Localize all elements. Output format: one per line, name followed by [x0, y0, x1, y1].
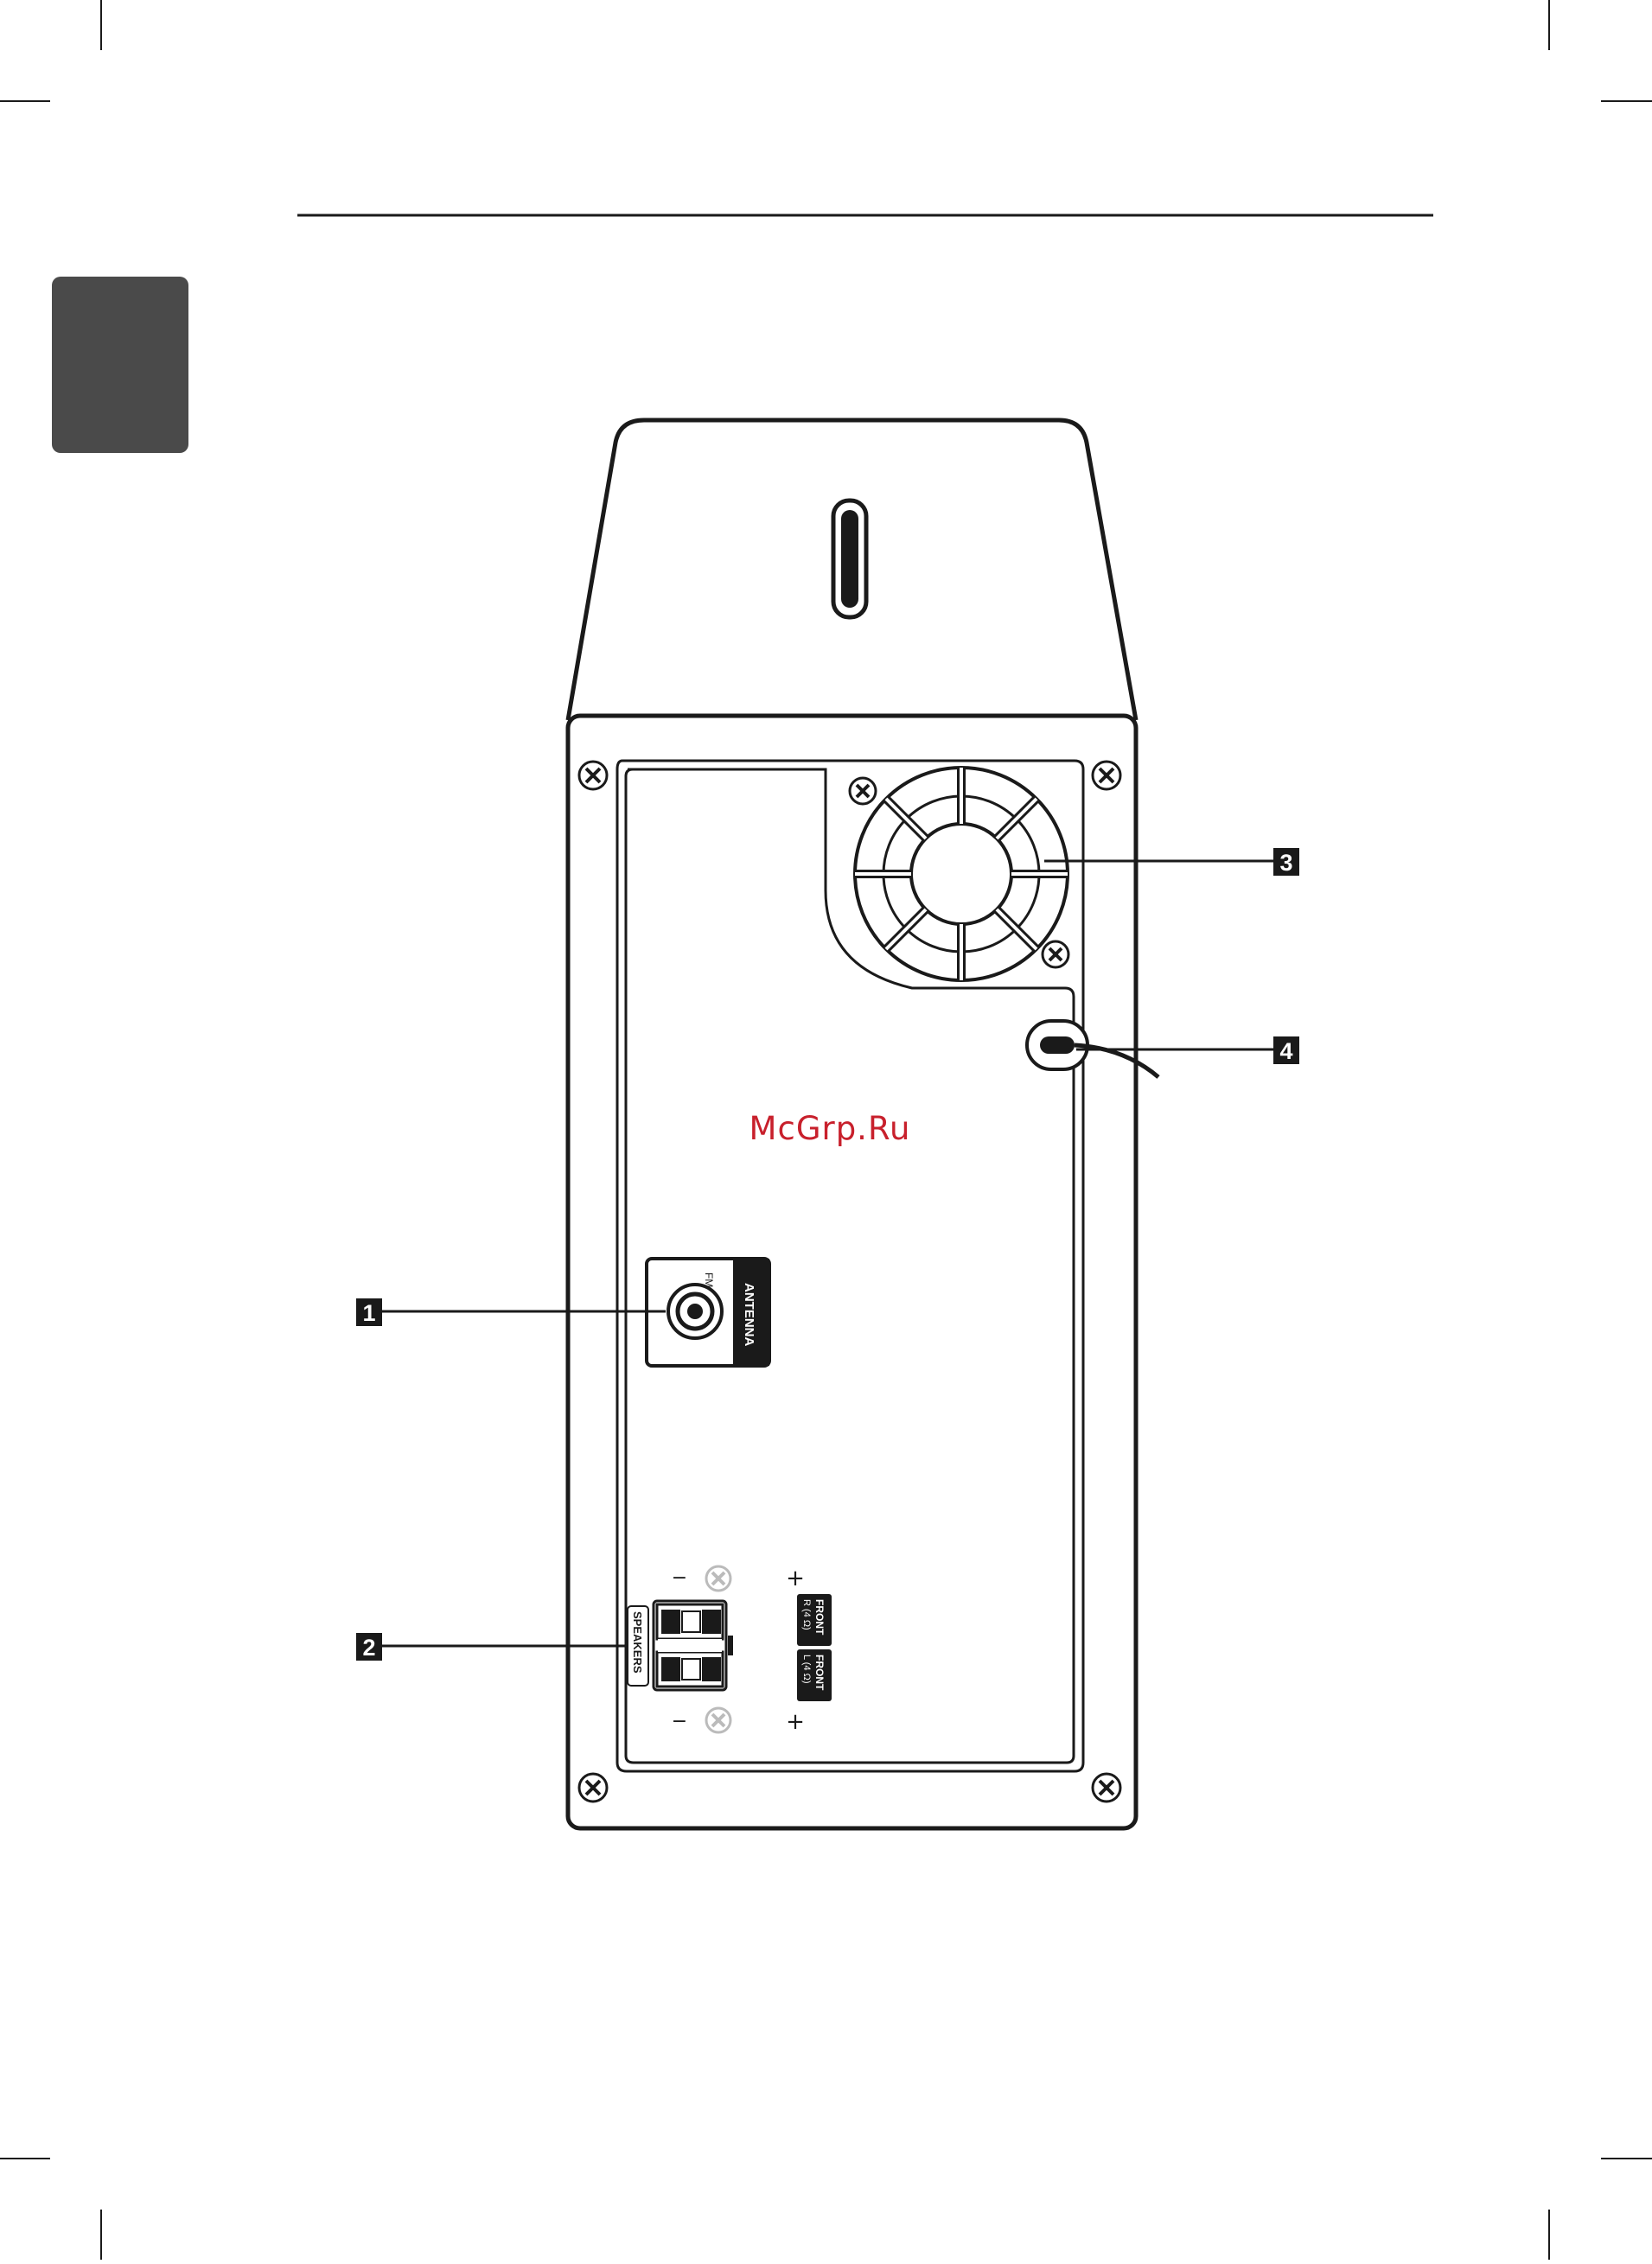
speakers-label: SPEAKERS [631, 1611, 644, 1674]
antenna-label: ANTENNA [742, 1283, 756, 1346]
svg-text:4: 4 [1279, 1038, 1292, 1064]
screw-icon [850, 778, 876, 804]
front-l-impedance: L (4 Ω) [801, 1655, 812, 1684]
front-l-label: FRONT [813, 1655, 826, 1691]
screw-icon [579, 762, 607, 789]
terminal-plus-top: + [786, 1566, 805, 1591]
watermark: McGrp.Ru [749, 1110, 911, 1147]
callout-badge-4: 4 [1273, 1036, 1299, 1064]
screw-icon [1043, 941, 1068, 967]
cooling-fan-icon [855, 768, 1068, 980]
terminal-minus-bottom: − [672, 1711, 687, 1732]
screw-icon [706, 1566, 730, 1591]
callout-badge-3: 3 [1273, 848, 1299, 876]
svg-text:2: 2 [362, 1635, 375, 1661]
callout-badge-1: 1 [356, 1298, 382, 1326]
terminal-minus-top: − [672, 1567, 687, 1589]
screw-icon [706, 1708, 730, 1732]
terminal-plus-bottom: + [786, 1709, 805, 1735]
screw-icon [1093, 1774, 1120, 1802]
callout-badge-2: 2 [356, 1633, 382, 1661]
svg-text:1: 1 [362, 1300, 375, 1326]
screw-icon [1093, 762, 1120, 789]
fm-label: FM [703, 1272, 715, 1287]
front-r-label: FRONT [813, 1599, 826, 1636]
front-r-impedance: R (4 Ω) [801, 1599, 812, 1630]
svg-text:3: 3 [1279, 850, 1292, 876]
screw-icon [579, 1774, 607, 1802]
chapter-tab [52, 277, 188, 453]
